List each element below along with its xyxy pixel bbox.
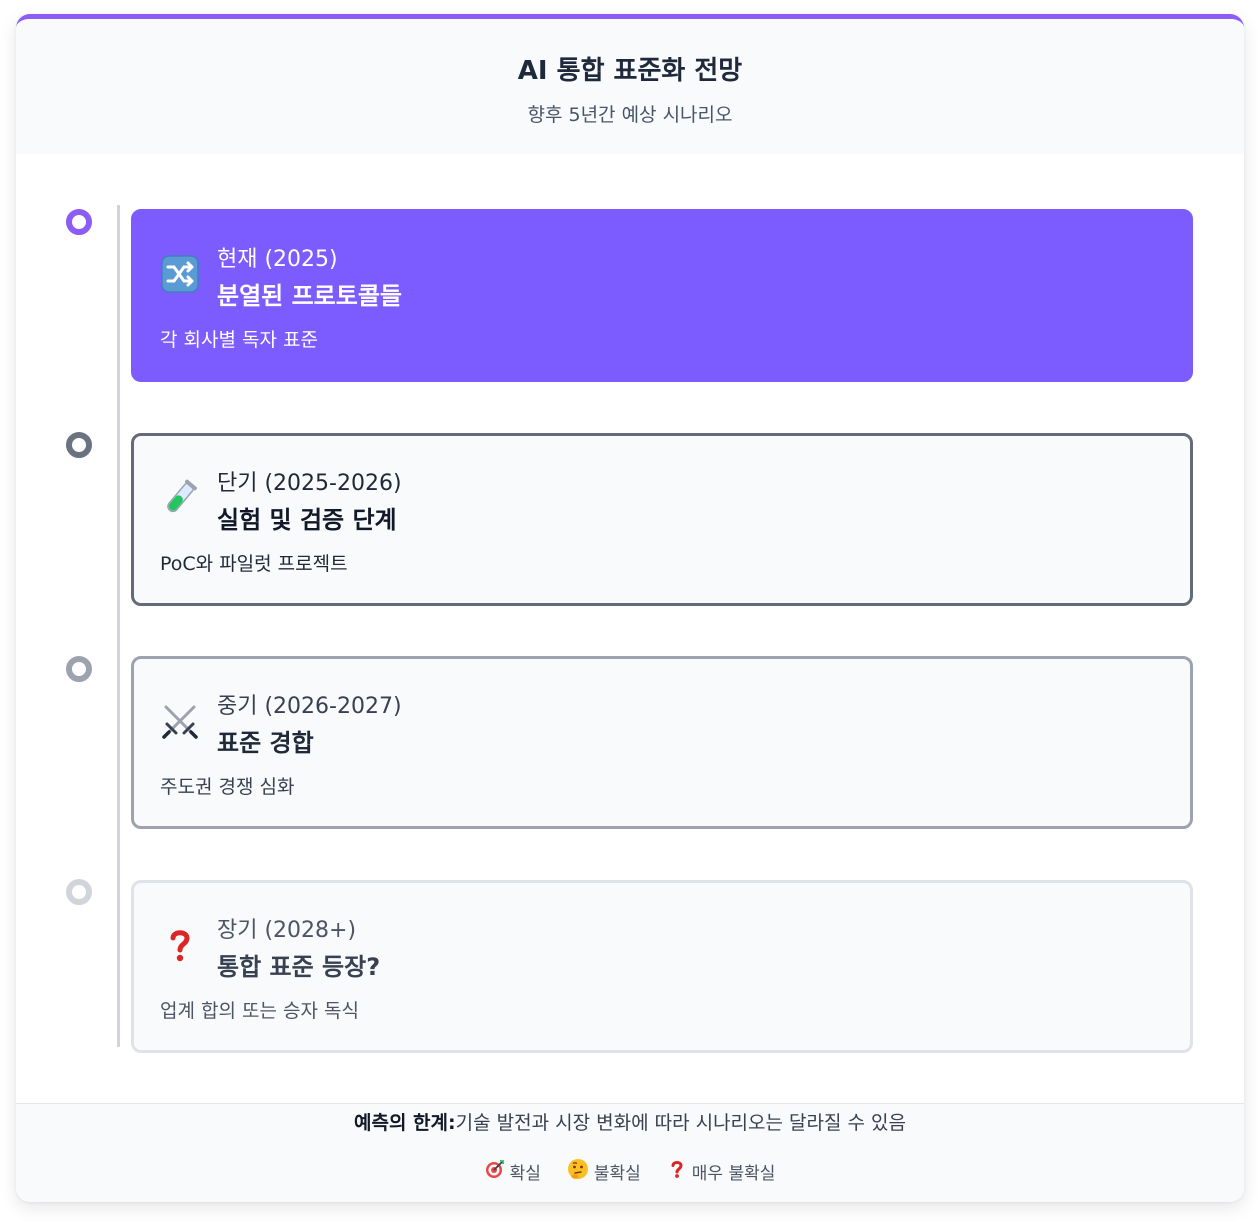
stage-period: 단기 (2025-2026) [217,471,402,496]
timeline-stage-current: 현재 (2025) 분열된 프로토콜들 각 회사별 독자 표준 [131,209,1193,382]
stage-period: 장기 (2028+) [217,918,357,943]
legend-label: 불확실 [593,1164,641,1184]
question-mark-icon [160,925,200,965]
forecast-note: 예측의 한계:기술 발전과 시장 변화에 따라 시나리오는 달라질 수 있음 [16,1108,1244,1135]
stage-period: 현재 (2025) [217,247,338,272]
timeline-line [117,205,120,1047]
target-icon [485,1159,505,1184]
stage-description: 업계 합의 또는 승자 독식 [160,1000,359,1022]
shuffle-icon [160,254,200,294]
timeline-dot-mid-term [66,656,92,682]
test-tube-icon [160,478,200,518]
legend: 확실 불확실 [16,1158,1244,1185]
legend-item-certain: 확실 [485,1158,541,1185]
stage-description: 각 회사별 독자 표준 [160,329,318,351]
timeline-dot-long-term [66,879,92,905]
timeline-dot-current [66,209,92,235]
page-subtitle: 향후 5년간 예상 시나리오 [527,104,733,126]
note-text: 기술 발전과 시장 변화에 따라 시나리오는 달라질 수 있음 [455,1112,906,1134]
stage-description: 주도권 경쟁 심화 [160,776,295,798]
stage-description: PoC와 파일럿 프로젝트 [160,553,348,575]
legend-label: 매우 불확실 [691,1164,776,1184]
stage-period: 중기 (2026-2027) [217,694,402,719]
stage-name: 표준 경합 [217,729,314,757]
header: AI 통합 표준화 전망 향후 5년간 예상 시나리오 [16,19,1244,154]
page-title: AI 통합 표준화 전망 [517,56,743,86]
question-mark-icon [667,1159,687,1184]
timeline-stage-mid-term: 중기 (2026-2027) 표준 경합 주도권 경쟁 심화 [131,656,1193,829]
stage-name: 분열된 프로토콜들 [217,282,402,310]
timeline-stage-long-term: 장기 (2028+) 통합 표준 등장? 업계 합의 또는 승자 독식 [131,880,1193,1053]
timeline-dot-short-term [66,432,92,458]
forecast-card: AI 통합 표준화 전망 향후 5년간 예상 시나리오 현재 (2025) 분열… [16,14,1244,1202]
timeline-stage-short-term: 단기 (2025-2026) 실험 및 검증 단계 PoC와 파일럿 프로젝트 [131,433,1193,606]
note-label: 예측의 한계: [354,1112,456,1134]
legend-item-very-uncertain: 매우 불확실 [667,1158,776,1185]
stage-name: 통합 표준 등장? [217,953,381,981]
stage-name: 실험 및 검증 단계 [217,506,397,534]
crossed-swords-icon [160,701,200,741]
legend-item-uncertain: 불확실 [567,1158,641,1185]
thinking-face-icon [567,1158,589,1185]
footer: 예측의 한계:기술 발전과 시장 변화에 따라 시나리오는 달라질 수 있음 확… [16,1103,1244,1202]
legend-label: 확실 [509,1164,541,1184]
